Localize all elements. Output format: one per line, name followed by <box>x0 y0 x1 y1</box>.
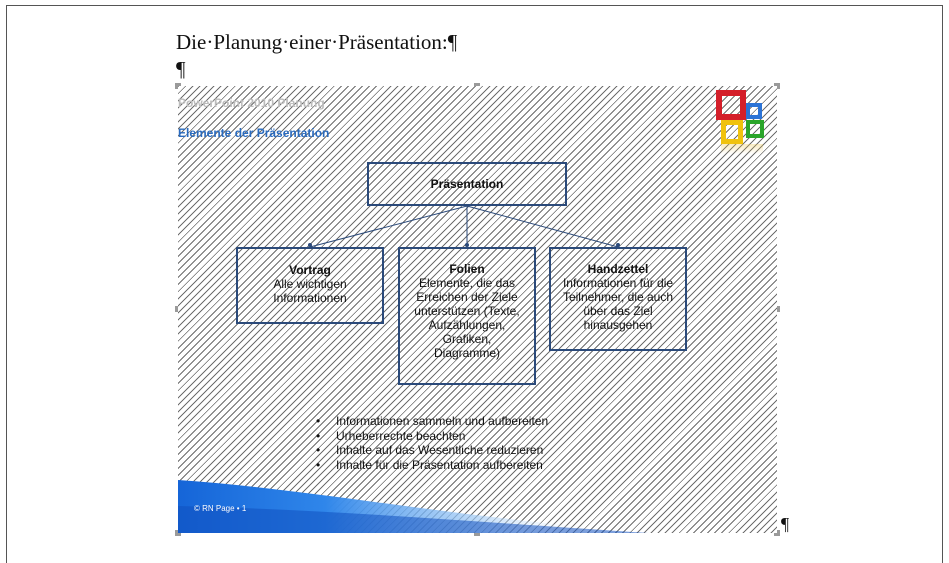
box-title: Vortrag <box>289 263 331 277</box>
slide-title: Elemente der Präsentation <box>178 126 330 140</box>
diagram-connectors <box>308 205 620 248</box>
bullet-item: Urheberrechte beachten <box>314 429 548 444</box>
box-line: Diagramme) <box>433 346 500 360</box>
diagram-box-handzettel: Handzettel Informationen für die Teilneh… <box>549 247 687 351</box>
box-line: Elemente, die das <box>418 276 516 290</box>
decorative-wave <box>178 480 648 533</box>
bullet-item: Informationen sammeln und aufbereiten <box>314 414 548 429</box>
diagram-box-vortrag: Vortrag Alle wichtigen Informationen <box>236 247 384 324</box>
selection-handle-top-right[interactable] <box>774 83 780 89</box>
logo-icon <box>716 90 772 156</box>
box-line: Alle wichtigen <box>273 277 347 291</box>
document-heading[interactable]: Die·Planung·einer·Präsentation:¶ <box>176 30 458 54</box>
selection-handle-bottom-middle[interactable] <box>474 530 480 536</box>
selection-handle-middle-right[interactable] <box>774 306 780 312</box>
page-frame-top <box>6 5 943 6</box>
diagram-box-folien: Folien Elemente, die das Erreichen der Z… <box>398 247 536 385</box>
page-frame-right <box>942 5 943 563</box>
slide-footer: © RN Page • 1 <box>194 504 247 513</box>
box-line: Informationen für die <box>562 276 674 290</box>
embedded-slide-object[interactable]: PowerPoint 2010 Planung Elemente der Prä… <box>178 86 777 533</box>
box-title: Handzettel <box>587 262 649 276</box>
box-line: Erreichen der Ziele <box>416 290 518 304</box>
selection-handle-bottom-left[interactable] <box>175 530 181 536</box>
empty-paragraph-mark[interactable]: ¶ <box>176 57 186 81</box>
slide-bullet-list: Informationen sammeln und aufbereiten Ur… <box>314 414 548 472</box>
bullet-item: Inhalte für die Präsentation aufbereiten <box>314 458 548 473</box>
box-title: Folien <box>449 262 485 276</box>
box-line: Aufzählungen, <box>428 318 506 332</box>
connector-handzettel <box>466 205 619 248</box>
box-line: über das Ziel <box>583 304 653 318</box>
bullet-item: Inhalte auf das Wesentliche reduzieren <box>314 443 548 458</box>
box-line: Grafiken, <box>442 332 492 346</box>
box-line: hinausgehen <box>583 318 653 332</box>
diagram-box-presentation: Präsentation <box>367 162 567 206</box>
selection-handle-bottom-right[interactable] <box>774 530 780 536</box>
connector-vortrag <box>309 205 468 248</box>
box-line: Informationen <box>273 291 347 305</box>
page-frame-left <box>6 5 7 563</box>
box-line: Teilnehmer, die auch <box>562 290 674 304</box>
slide-small-title: PowerPoint 2010 Planung <box>178 96 325 110</box>
end-paragraph-mark[interactable]: ¶ <box>781 514 790 534</box>
box-line: unterstützen (Texte, <box>414 304 520 318</box>
